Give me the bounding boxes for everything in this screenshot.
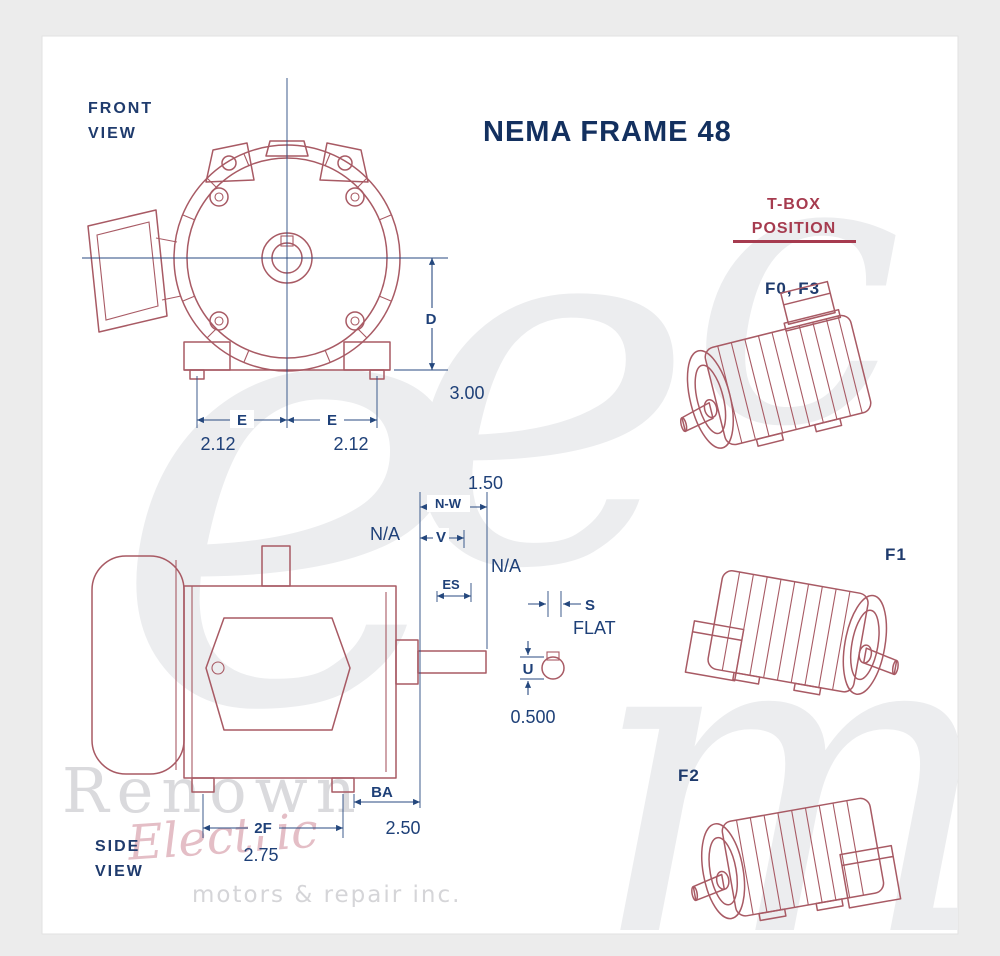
- front-view-label-line1: FRONT: [88, 100, 153, 117]
- dim-value-nw: 1.50: [468, 473, 503, 493]
- foot-left: [191, 777, 215, 793]
- tbox-title-line2: POSITION: [752, 220, 836, 237]
- side-view-dimensions: N-W 1.50 V N/A ES N/A S FLAT U 0.500: [202, 473, 616, 865]
- bolt-boss: [209, 187, 229, 207]
- dim-label-nw: N-W: [435, 496, 462, 511]
- motor-shaft-end: [691, 885, 699, 902]
- watermark-company-name: Renown: [62, 754, 364, 827]
- tbox-lid: [783, 292, 831, 306]
- shaft-cross-section: [541, 656, 565, 680]
- watermark-tagline: motors & repair inc.: [192, 882, 461, 908]
- motor-shaft-end: [891, 659, 899, 676]
- motor-face-inner: [708, 836, 739, 906]
- label-mask: [421, 308, 442, 328]
- motor-f1: [684, 570, 899, 696]
- label-mask: [436, 577, 467, 591]
- tbox-lid: [841, 855, 894, 867]
- foot-right: [331, 777, 355, 793]
- label-mask: [427, 495, 470, 512]
- side-view-label-line2: VIEW: [95, 863, 144, 880]
- motor-ribs: [735, 800, 864, 915]
- dim-value-d: 3.00: [449, 383, 484, 403]
- bolt-hole: [214, 316, 224, 326]
- dim-value-2f: 2.75: [243, 845, 278, 865]
- label-mask: [366, 784, 398, 800]
- lug-left: [205, 142, 255, 183]
- dim-label-s: S: [585, 597, 595, 614]
- diagram-panel: [41, 35, 959, 935]
- side-view-drawing: [91, 545, 487, 793]
- dim-label-e-right: E: [327, 412, 337, 429]
- motor-face-inner: [694, 364, 727, 435]
- side-view-label-line1: SIDE: [95, 838, 140, 855]
- terminal-box-bracket: [155, 237, 178, 243]
- dim-value-ba: 2.50: [385, 818, 420, 838]
- front-view-label-line2: VIEW: [88, 125, 137, 142]
- dim-label-ba: BA: [371, 784, 393, 801]
- motor-f0-f3: [679, 280, 872, 449]
- position-label-f2: F2: [678, 766, 700, 785]
- terminal-box-lid: [96, 221, 159, 321]
- front-view-drawing: [82, 78, 448, 428]
- dim-label-2f: 2F: [254, 820, 272, 837]
- page-title: NEMA FRAME 48: [483, 116, 732, 148]
- motor-ribs: [721, 571, 851, 691]
- dim-label-es: ES: [442, 577, 460, 592]
- shaft: [417, 650, 487, 674]
- label-mask: [320, 410, 344, 428]
- nameplate: [205, 617, 351, 731]
- bolt-hole: [350, 316, 360, 326]
- motor-face-inner: [849, 609, 880, 681]
- tbox-left: [684, 620, 745, 682]
- lug-right-hole: [337, 155, 353, 171]
- bolt-boss: [345, 311, 365, 331]
- label-mask: [520, 661, 537, 676]
- bolt-boss: [345, 187, 365, 207]
- front-view-dimensions: D 3.00 E E 2.12 2.12: [196, 258, 485, 454]
- motor-body: [707, 570, 869, 693]
- motor-face: [842, 594, 888, 695]
- motor-ribs: [717, 315, 863, 444]
- dim-value-e-left: 2.12: [200, 434, 235, 454]
- tbox-right: [839, 844, 902, 909]
- motor-body: [721, 797, 885, 917]
- watermark-company-script: Electric: [125, 803, 320, 872]
- motor-f2: [691, 797, 902, 922]
- motor-shaft-end: [679, 416, 688, 433]
- lug-right: [319, 142, 369, 183]
- dim-value-es: N/A: [491, 556, 521, 576]
- shaft-flat: [546, 651, 560, 661]
- lug-center: [265, 140, 309, 157]
- conduit-box: [261, 545, 291, 587]
- dim-label-v: V: [436, 529, 446, 546]
- bolt-boss: [209, 311, 229, 331]
- dim-label-d: D: [426, 311, 437, 328]
- position-label-f0-f3: F0, F3: [765, 279, 820, 298]
- motor-body: [704, 314, 872, 446]
- tbox-title-line1: T-BOX: [767, 196, 821, 213]
- bolt-hole: [350, 192, 360, 202]
- label-mask: [433, 528, 449, 544]
- dim-value-u: 0.500: [510, 707, 555, 727]
- dim-value-v: N/A: [370, 524, 400, 544]
- tbox-top: [780, 280, 836, 325]
- watermark-swirl: m: [590, 532, 998, 956]
- label-mask: [248, 818, 279, 836]
- lug-left-hole: [221, 155, 237, 171]
- tbox-lid: [692, 630, 742, 642]
- company-watermark: Renown Electric motors & repair inc.: [62, 754, 461, 908]
- terminal-box-bracket: [161, 295, 182, 301]
- dim-label-e-left: E: [237, 412, 247, 429]
- dim-value-e-right: 2.12: [333, 434, 368, 454]
- nameplate-hole: [211, 661, 225, 675]
- label-mask: [230, 410, 254, 428]
- position-label-f1: F1: [885, 545, 907, 564]
- dim-label-u: U: [523, 661, 534, 678]
- tbox-title-underline: [733, 240, 856, 243]
- motor-face: [701, 823, 746, 920]
- bolt-hole: [214, 192, 224, 202]
- dim-value-s: FLAT: [573, 618, 616, 638]
- terminal-box: [87, 209, 168, 333]
